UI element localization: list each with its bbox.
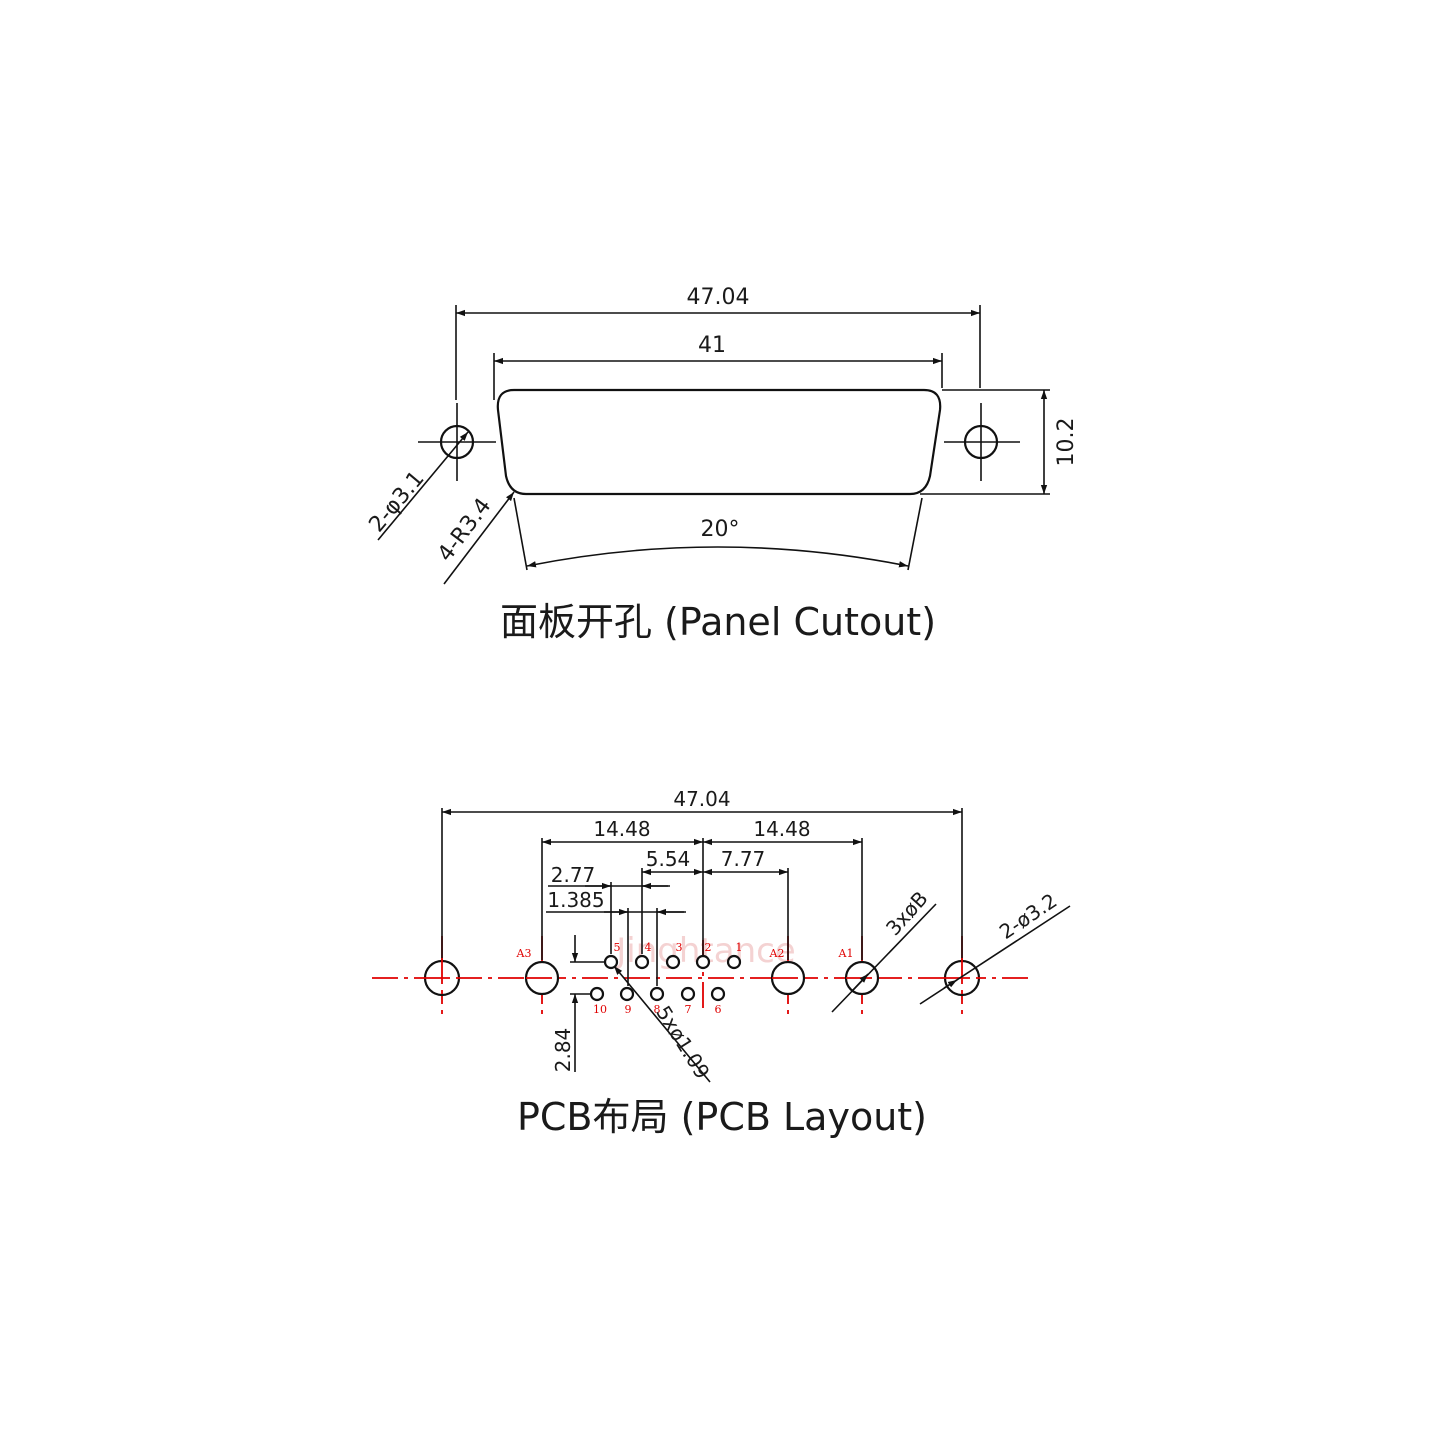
pcb-coax-hole-callout: 3xøB xyxy=(881,887,933,941)
panel-angle-dimension xyxy=(526,546,909,568)
pcb-layout-caption: PCB布局 (PCB Layout) xyxy=(517,1095,927,1139)
pcb-row-pitch-label: 2.84 xyxy=(551,1028,575,1073)
panel-cutout-caption: 面板开孔 (Panel Cutout) xyxy=(500,600,936,644)
panel-mount-hole-right xyxy=(944,403,1020,481)
pcb-pin-hole-9 xyxy=(619,986,635,1002)
label-pin-8: 8 xyxy=(654,1003,661,1016)
pcb-right-span-label: 14.48 xyxy=(753,817,810,841)
pcb-554-label: 5.54 xyxy=(646,847,691,871)
label-pin-9: 9 xyxy=(625,1003,632,1016)
panel-angle-label: 20° xyxy=(701,517,740,542)
label-pin-2: 2 xyxy=(705,941,712,954)
pcb-overall-width-label: 47.04 xyxy=(673,787,730,811)
pcb-pin-hole-10 xyxy=(589,986,605,1002)
panel-cutout-view: 47.04 41 10.2 2-φ3.1 4-R3.4 20° xyxy=(364,285,1079,644)
pcb-pin-hole-4 xyxy=(634,954,650,970)
pcb-pin-hole-1 xyxy=(726,954,742,970)
panel-hole-callout: 2-φ3.1 xyxy=(364,466,429,537)
pcb-pin-hole-2 xyxy=(695,954,711,970)
pcb-pin-hole-5 xyxy=(603,954,619,970)
label-pin-4: 4 xyxy=(645,941,652,954)
label-a3: A3 xyxy=(516,947,532,960)
label-pin-10: 10 xyxy=(593,1003,607,1016)
label-a1: A1 xyxy=(838,947,854,960)
pcb-1385-label: 1.385 xyxy=(547,888,604,912)
label-pin-6: 6 xyxy=(715,1003,722,1016)
label-pin-5: 5 xyxy=(614,941,621,954)
pcb-pin-hole-6 xyxy=(710,986,726,1002)
d-sub-cutout-outline xyxy=(496,388,942,496)
panel-height-label: 10.2 xyxy=(1054,418,1079,467)
pcb-pin-hole-7 xyxy=(680,986,696,1002)
label-pin-7: 7 xyxy=(685,1003,692,1016)
pcb-pin-hole-8 xyxy=(649,986,665,1002)
pcb-777-label: 7.77 xyxy=(721,847,766,871)
pcb-layout-view: Jinghtance 47.04 14.48 14.48 5.54 7 xyxy=(372,787,1071,1139)
pcb-pin-hole-3 xyxy=(665,954,681,970)
pcb-left-span-label: 14.48 xyxy=(593,817,650,841)
pcb-277-label: 2.77 xyxy=(551,863,596,887)
panel-body-width-label: 41 xyxy=(698,333,726,358)
panel-mount-hole-left xyxy=(418,403,496,481)
label-pin-1: 1 xyxy=(736,941,743,954)
pcb-pin-hole-callout: 5xø1.09 xyxy=(651,1001,714,1083)
pcb-mount-hole-callout: 2-ø3.2 xyxy=(995,888,1061,944)
panel-overall-width-label: 47.04 xyxy=(687,285,750,310)
label-pin-3: 3 xyxy=(676,941,683,954)
label-a2: A2 xyxy=(769,947,785,960)
